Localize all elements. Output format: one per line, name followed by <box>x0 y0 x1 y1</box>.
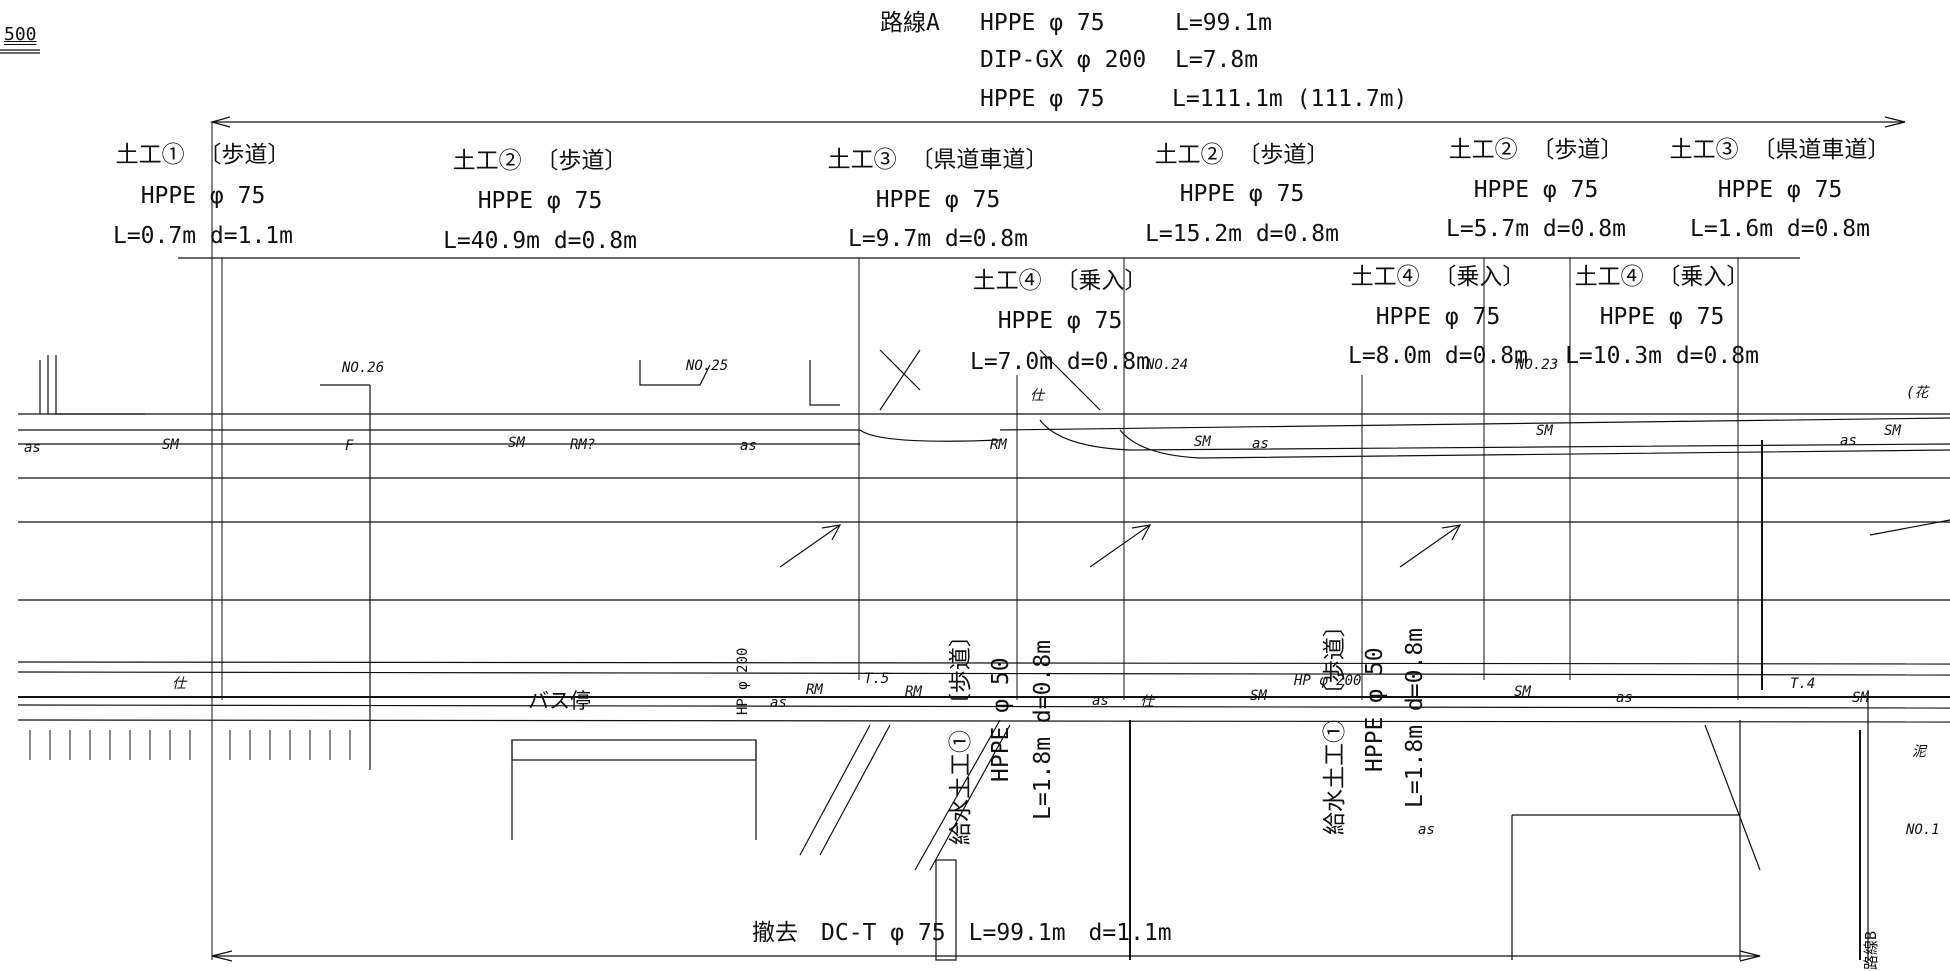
section-4-name: 土工② 〔歩道〕 <box>1154 142 1330 168</box>
section-5-dims: L=5.7m d=0.8m <box>1445 216 1627 242</box>
fire-hydrant-label: F <box>345 438 354 454</box>
route-b-label: 路線B <box>1862 930 1880 970</box>
section-1-pipe: HPPE φ 75 <box>140 183 266 209</box>
section-5-name: 土工② 〔歩道〕 <box>1448 137 1624 163</box>
section-6-name: 土工③ 〔県道車道〕 <box>1669 137 1891 163</box>
section-1-name: 土工① 〔歩道〕 <box>115 142 291 168</box>
section-4-dims: L=15.2m d=0.8m <box>1145 221 1339 247</box>
hume-pipe-label: HP φ 200 <box>1294 673 1362 689</box>
partition-mark-2: 仕 <box>1140 694 1154 710</box>
tee-t5-label: T.5 <box>864 671 890 687</box>
section-6-pipe: HPPE φ 75 <box>1717 177 1843 203</box>
manhole-sm-6: SM <box>1250 688 1267 704</box>
station-no1: NO.1 <box>1906 822 1940 838</box>
section-3-dims: L=9.7m d=0.8m <box>847 226 1029 252</box>
asphalt-label-7: as <box>1616 690 1633 706</box>
manhole-sm-7: SM <box>1514 684 1531 700</box>
station-no26: NO.26 <box>342 360 385 376</box>
manhole-rm-2: RM <box>806 682 823 698</box>
manhole-sm-4: SM <box>1536 423 1553 439</box>
manhole-sm-5: SM <box>1884 423 1901 439</box>
asphalt-label-8: as <box>1418 822 1435 838</box>
service-pipe-2-pipe: HPPE φ 50 <box>1362 647 1388 772</box>
manhole-sm-2: SM <box>508 435 525 451</box>
station-no24: NO.24 <box>1146 357 1189 373</box>
route-a-pipe-1: HPPE φ 75 <box>980 10 1105 36</box>
partition-mark-3: 仕 <box>172 676 186 692</box>
entry-section-2-dims: L=8.0m d=0.8m <box>1347 343 1529 369</box>
section-3-pipe: HPPE φ 75 <box>875 187 1001 213</box>
tee-t4-label: T.4 <box>1790 676 1816 692</box>
section-1-dims: L=0.7m d=1.1m <box>112 223 294 249</box>
manhole-sm-3: SM <box>1194 434 1211 450</box>
section-5-pipe: HPPE φ 75 <box>1473 177 1599 203</box>
service-pipe-1-dims: L=1.8m d=0.8m <box>1030 639 1056 820</box>
section-2-dims: L=40.9m d=0.8m <box>443 228 637 254</box>
section-2-name: 土工② 〔歩道〕 <box>452 148 628 174</box>
route-a-length-2: L=7.8m <box>1175 47 1259 73</box>
route-a-title: 路線A <box>880 10 940 36</box>
service-pipe-1-pipe: HPPE φ 50 <box>988 657 1014 782</box>
route-a-length-1: L=99.1m <box>1175 10 1272 36</box>
entry-section-1-pipe: HPPE φ 75 <box>997 308 1123 334</box>
asphalt-label-2: as <box>740 438 757 454</box>
entry-section-3-dims: L=10.3m d=0.8m <box>1565 343 1759 369</box>
hume-pipe-label-vertical: HP φ 200 <box>735 647 751 715</box>
service-pipe-2-name: 給水土工① 〔歩道〕 <box>1322 614 1348 835</box>
entry-section-1-dims: L=7.0m d=0.8m <box>969 349 1151 375</box>
entry-section-2-pipe: HPPE φ 75 <box>1375 304 1501 330</box>
asphalt-label-4: as <box>1840 433 1857 449</box>
service-pipe-2-dims: L=1.8m d=0.8m <box>1402 627 1428 808</box>
section-4-pipe: HPPE φ 75 <box>1179 181 1305 207</box>
station-no23: NO.23 <box>1516 357 1559 373</box>
entry-section-2-name: 土工④ 〔乗入〕 <box>1350 264 1526 290</box>
station-no25: NO.25 <box>686 358 729 374</box>
flower-bed-label: (花 <box>1906 385 1929 401</box>
section-2-pipe: HPPE φ 75 <box>477 188 603 214</box>
asphalt-label-6: as <box>1092 693 1109 709</box>
section-6-dims: L=1.6m d=0.8m <box>1689 216 1871 242</box>
manhole-sm-1: SM <box>162 437 179 453</box>
partition-mark-1: 仕 <box>1030 388 1044 404</box>
section-3-name: 土工③ 〔県道車道〕 <box>827 147 1049 173</box>
asphalt-label-5: as <box>770 695 787 711</box>
service-pipe-1-name: 給水土工① 〔歩道〕 <box>948 624 974 845</box>
entry-section-3-name: 土工④ 〔乗入〕 <box>1574 264 1750 290</box>
route-a-pipe-3: HPPE φ 75 <box>980 86 1105 112</box>
entry-section-3-pipe: HPPE φ 75 <box>1599 304 1725 330</box>
removal-label: 撤去 DC-T φ 75 L=99.1m d=1.1m <box>752 920 1172 946</box>
manhole-sm-8: SM <box>1852 690 1869 706</box>
route-a-length-3: L=111.1m (111.7m) <box>1172 86 1408 112</box>
bus-stop-label: バス停 <box>528 689 591 713</box>
manhole-rm-3: RM <box>905 684 922 700</box>
asphalt-label-1: as <box>24 440 41 456</box>
manhole-rm-1: RM <box>990 437 1007 453</box>
mud-label: 泥 <box>1912 744 1926 760</box>
asphalt-label-3: as <box>1252 436 1269 452</box>
route-a-pipe-2: DIP-GX φ 200 <box>980 47 1147 73</box>
manhole-rm-unknown: RM? <box>570 437 596 453</box>
entry-section-1-name: 土工④ 〔乗入〕 <box>972 268 1148 294</box>
scale-label: 500 <box>4 24 37 45</box>
